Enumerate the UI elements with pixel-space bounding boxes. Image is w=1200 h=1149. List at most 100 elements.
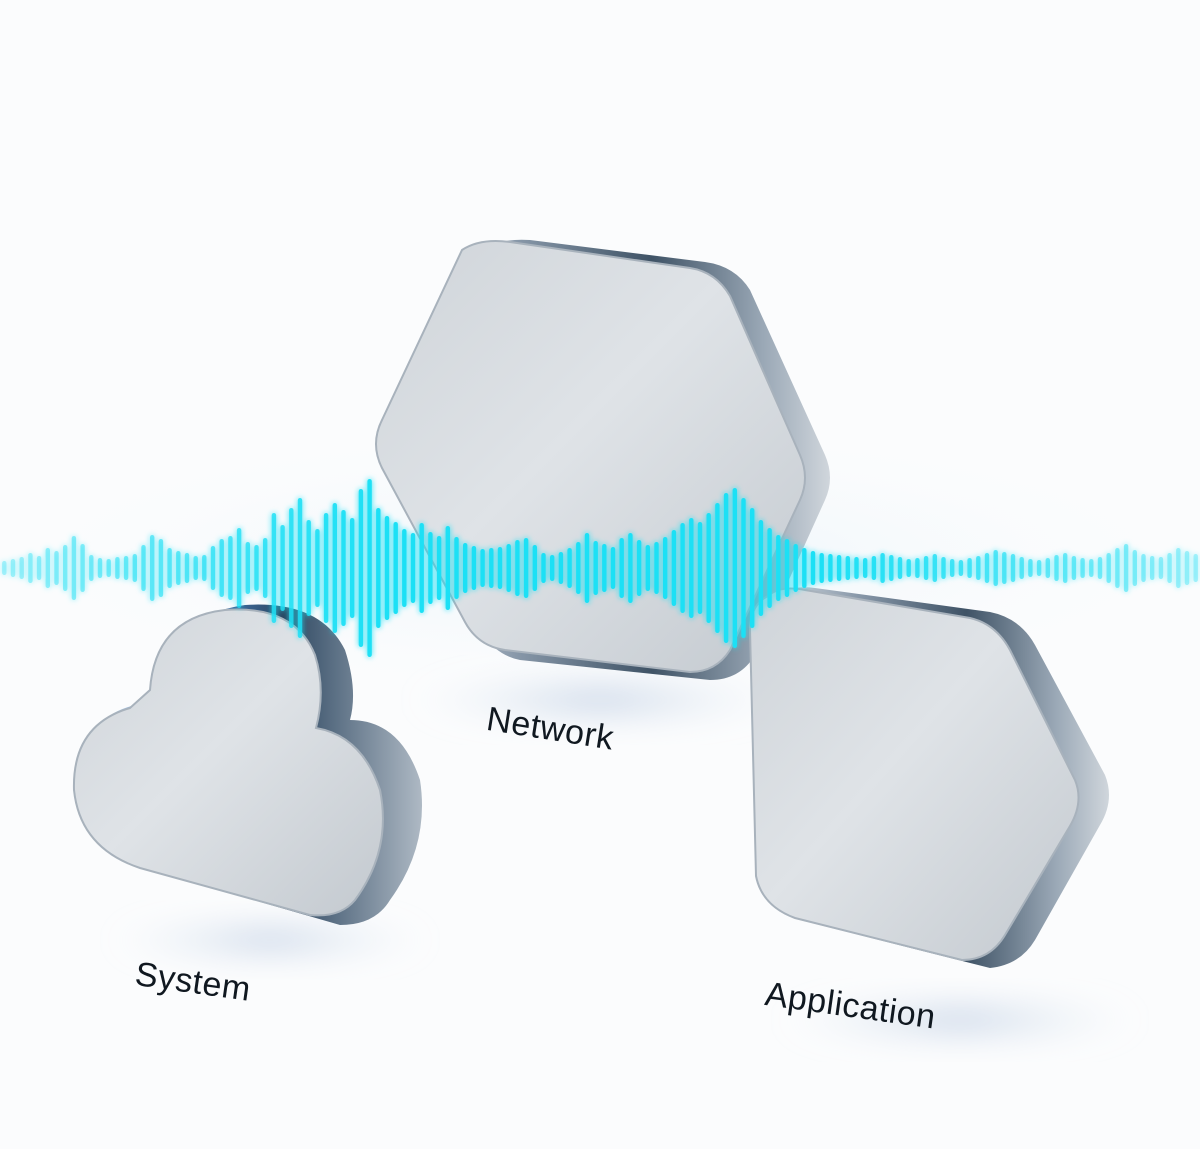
waveform-bar	[54, 551, 59, 585]
waveform-bar	[776, 535, 781, 601]
waveform-bar	[810, 551, 816, 585]
waveform-bar	[680, 523, 685, 613]
waveform-bar	[28, 553, 33, 583]
application-pentagon-icon	[748, 587, 1109, 968]
waveform-bar	[1019, 557, 1024, 579]
waveform-bar	[906, 559, 911, 577]
waveform-bar	[445, 526, 450, 610]
waveform-bar	[350, 518, 355, 618]
waveform-bar	[836, 555, 842, 581]
waveform-bar	[889, 555, 894, 581]
waveform-bar	[941, 557, 946, 579]
waveform-bar	[567, 548, 572, 588]
waveform-bar	[619, 538, 624, 598]
waveform-bar	[410, 533, 416, 603]
waveform-bar	[10, 559, 16, 577]
waveform-bar	[967, 558, 972, 578]
waveform-bar	[610, 547, 616, 589]
waveform-bar	[228, 536, 233, 600]
waveform-bar	[923, 556, 929, 580]
waveform-bar	[576, 542, 581, 594]
waveform-bar	[219, 539, 224, 597]
waveform-bar	[1106, 553, 1111, 583]
waveform-bar	[150, 535, 155, 601]
waveform-bar	[932, 554, 937, 582]
waveform-bar	[1132, 550, 1137, 586]
waveform-bar	[645, 545, 650, 591]
waveform-bar	[184, 553, 190, 583]
waveform-bar	[323, 513, 329, 623]
waveform-bar	[1097, 557, 1103, 579]
waveform-bar	[306, 520, 311, 616]
waveform-bar	[880, 553, 885, 583]
waveform-bar	[271, 513, 277, 623]
waveform-bar	[689, 518, 694, 618]
waveform-bar	[593, 541, 598, 595]
waveform-bar	[1054, 555, 1059, 581]
waveform-bar	[1063, 553, 1068, 583]
waveform-bar	[958, 560, 964, 576]
waveform-bar	[819, 553, 824, 583]
waveform-bar	[1115, 548, 1120, 588]
waveform-bar	[915, 558, 920, 578]
waveform-bar	[1045, 558, 1050, 578]
waveform-bar	[1158, 557, 1164, 579]
waveform-bar	[158, 539, 164, 597]
waveform-bar	[289, 508, 294, 628]
waveform-bar	[784, 539, 790, 597]
waveform-bar	[602, 544, 607, 592]
waveform-bar	[376, 508, 381, 628]
waveform-bar	[558, 552, 564, 584]
system-shadow	[110, 912, 430, 968]
waveform-bar	[167, 548, 172, 588]
waveform-bar	[854, 557, 859, 579]
waveform-bar	[636, 540, 642, 596]
waveform-bar	[19, 557, 24, 579]
waveform-bar	[767, 528, 772, 608]
waveform-bar	[706, 513, 711, 623]
waveform-bar	[97, 558, 103, 578]
waveform-bar	[297, 498, 303, 638]
waveform-bar	[715, 503, 720, 633]
waveform-bar	[463, 543, 468, 593]
waveform-bar	[280, 525, 285, 611]
waveform-bar	[45, 548, 50, 588]
waveform-bar	[480, 549, 485, 587]
waveform-bar	[802, 548, 807, 588]
waveform-bar	[210, 546, 216, 590]
waveform-bar	[80, 544, 85, 592]
waveform-bar	[193, 556, 198, 580]
waveform-bar	[71, 536, 77, 600]
waveform-bar	[1193, 554, 1198, 582]
waveform-bar	[1176, 548, 1181, 588]
waveform-bar	[1150, 556, 1155, 580]
waveform-bar	[654, 542, 659, 594]
waveform-bar	[671, 530, 677, 606]
waveform-bar	[863, 558, 868, 578]
waveform-bar	[254, 545, 259, 591]
waveform-bar	[454, 537, 459, 599]
waveform-bar	[1010, 554, 1016, 582]
waveform-bar	[63, 545, 68, 591]
waveform-bar	[471, 546, 477, 590]
waveform-bar	[732, 488, 737, 648]
waveform-bar	[367, 479, 372, 657]
waveform-bar	[506, 544, 511, 592]
waveform-bar	[436, 536, 442, 600]
waveform-bar	[132, 554, 137, 582]
waveform-bar	[845, 556, 850, 580]
waveform-bar	[976, 556, 981, 580]
waveform-bar	[1089, 559, 1094, 577]
waveform-bar	[263, 538, 268, 598]
waveform-bar	[115, 557, 120, 579]
waveform-bar	[1123, 544, 1129, 592]
waveform-bar	[532, 545, 537, 591]
waveform-bar	[402, 529, 407, 607]
waveform-bar	[541, 553, 546, 583]
application-shadow	[780, 990, 1140, 1050]
waveform-bar	[628, 533, 633, 603]
waveform-bar	[758, 520, 764, 616]
waveform-bar	[36, 556, 42, 580]
waveform-bar	[1141, 554, 1146, 582]
